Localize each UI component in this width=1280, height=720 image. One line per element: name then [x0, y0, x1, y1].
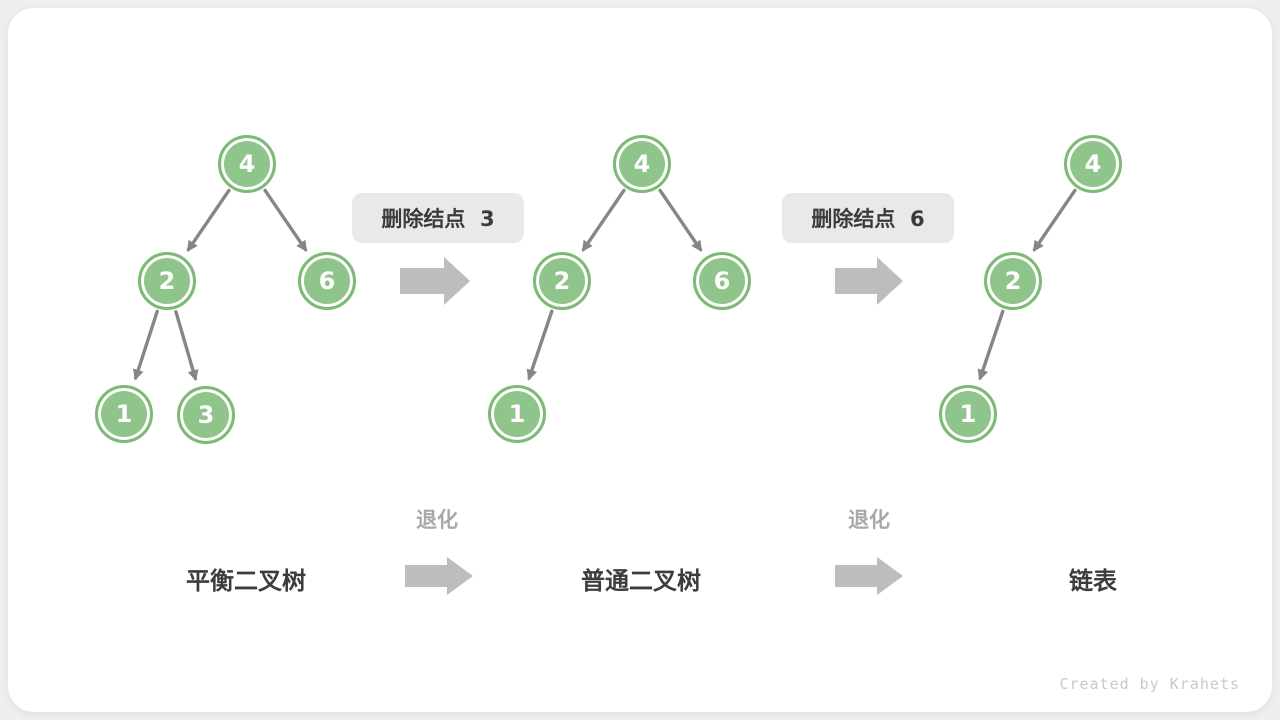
degrade-label: 退化: [416, 508, 458, 532]
tree-node: 2: [138, 252, 196, 310]
watermark-credit: Created by Krahets: [1059, 675, 1240, 693]
tree-node: 1: [488, 385, 546, 443]
tree-edge: [658, 188, 703, 252]
degrade-block-arrow-icon: [405, 557, 473, 595]
step-block-arrow-icon: [835, 257, 903, 305]
tree-edge: [581, 188, 626, 252]
tree-node: 3: [177, 386, 235, 444]
tree-edge: [526, 309, 554, 381]
tree-edge: [174, 310, 199, 382]
tree-edge: [263, 188, 308, 252]
stage-label-linked-list: 链表: [1069, 567, 1117, 595]
step-label-delete-node-3: 删除结点 3: [352, 193, 524, 243]
stage-label-ordinary-binary-tree: 普通二叉树: [581, 567, 701, 595]
tree-edge: [1032, 188, 1077, 252]
tree-edge: [133, 309, 159, 381]
tree-node: 1: [95, 385, 153, 443]
tree-node: 4: [218, 135, 276, 193]
step-block-arrow-icon: [400, 257, 470, 305]
tree-node: 2: [533, 252, 591, 310]
degrade-block-arrow-icon: [835, 557, 903, 595]
step-label-delete-node-6: 删除结点 6: [782, 193, 954, 243]
tree-node: 4: [1064, 135, 1122, 193]
tree-node: 1: [939, 385, 997, 443]
degrade-label: 退化: [848, 508, 890, 532]
tree-node: 6: [693, 252, 751, 310]
tree-node: 6: [298, 252, 356, 310]
tree-node: 2: [984, 252, 1042, 310]
card-background: [8, 8, 1272, 712]
tree-edge: [977, 309, 1005, 381]
tree-node: 4: [613, 135, 671, 193]
tree-edge: [186, 188, 231, 252]
stage-label-balanced-binary-tree: 平衡二叉树: [186, 567, 306, 595]
